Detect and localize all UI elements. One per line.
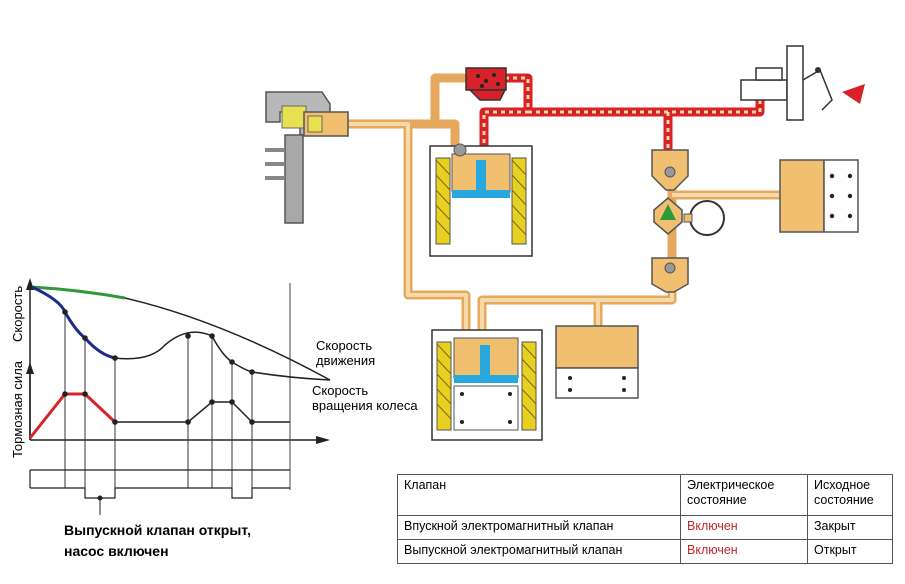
header-electric: Электрическое состояние [680,474,808,516]
inlet-valve [465,67,507,101]
row1-initial: Закрыт [807,515,893,540]
master-cylinder-pedal [740,45,865,121]
row1-valve: Впускной электромагнитный клапан [397,515,681,540]
header-initial: Исходное состояние [807,474,893,516]
wheel-brake-cylinder [779,159,859,233]
pump-unit [651,149,725,293]
header-valve: Клапан [397,474,681,516]
wheel-speed-label-line2: вращения колеса [312,398,418,413]
table-row: Выпускной электромагнитный клапан Включе… [397,539,893,564]
table-header-row: Клапан Электрическое состояние Исходное … [397,474,893,516]
caption-line2: насос включен [64,543,169,559]
caption-line1: Выпускной клапан открыт, [64,522,251,538]
speed-axis-label: Скорость [10,285,25,342]
row1-electric: Включен [680,515,808,540]
vehicle-speed-label: Скорость движения [316,338,375,368]
row2-initial: Открыт [807,539,893,564]
wheel-speed-label: Скорость вращения колеса [312,383,418,413]
vehicle-speed-label-line1: Скорость [316,338,373,353]
lower-solenoid-valve [431,329,543,441]
vehicle-speed-label-line2: движения [316,353,376,368]
table-row: Впускной электромагнитный клапан Включен… [397,515,893,540]
valve-state-table: Клапан Электрическое состояние Исходное … [397,474,893,564]
row2-valve: Выпускной электромагнитный клапан [397,539,681,564]
wheel-speed-sensor [265,91,349,224]
graph-caption: Выпускной клапан открыт, насос включен [64,520,251,562]
upper-solenoid-valve [429,143,533,257]
brake-force-axis-label: Тормозная сила [10,360,25,458]
row2-electric: Включен [680,539,808,564]
accumulator [555,325,639,399]
braking-graph [26,278,331,515]
wheel-speed-label-line1: Скорость [312,383,369,398]
